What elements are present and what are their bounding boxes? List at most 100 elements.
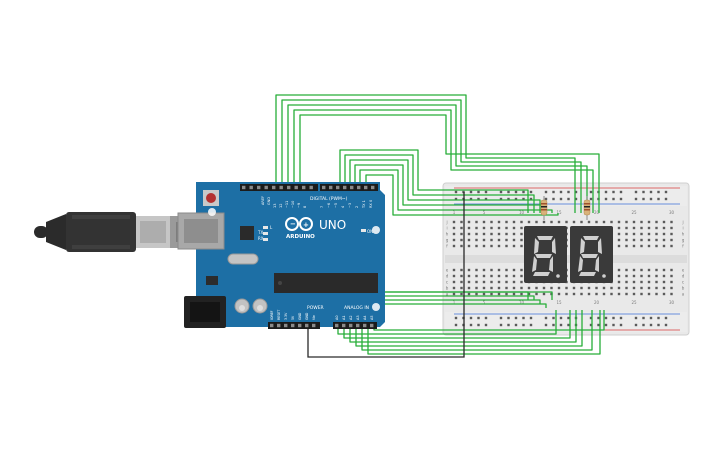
wire-a1[interactable] bbox=[343, 310, 571, 339]
breadboard-hole bbox=[640, 226, 643, 230]
wire-d6[interactable] bbox=[344, 154, 535, 213]
header-hole[interactable] bbox=[284, 323, 288, 328]
breadboard-hole bbox=[647, 220, 651, 224]
header-hole[interactable] bbox=[249, 185, 253, 190]
breadboard-hole bbox=[640, 220, 643, 224]
row-letter: f bbox=[446, 244, 448, 249]
header-hole[interactable] bbox=[363, 323, 367, 328]
header-hole[interactable] bbox=[305, 323, 309, 328]
wire-d13[interactable] bbox=[275, 94, 576, 213]
header-hole[interactable] bbox=[302, 185, 306, 190]
seven-segment-display-2[interactable] bbox=[570, 226, 613, 283]
wire-d10[interactable] bbox=[293, 109, 594, 213]
breadboard-hole bbox=[647, 286, 651, 290]
breadboard-hole bbox=[632, 274, 636, 278]
rail-hole bbox=[649, 323, 653, 327]
seven-segment-display-1[interactable] bbox=[524, 226, 567, 283]
ground-wire[interactable] bbox=[307, 192, 465, 358]
rail-hole bbox=[507, 190, 510, 194]
rail-hole bbox=[657, 197, 660, 201]
header-hole[interactable] bbox=[264, 185, 268, 190]
header-hole[interactable] bbox=[291, 323, 295, 328]
header-hole[interactable] bbox=[287, 185, 291, 190]
rail-hole bbox=[559, 323, 563, 327]
header-hole[interactable] bbox=[329, 185, 333, 190]
header-hole[interactable] bbox=[312, 323, 316, 328]
header-hole[interactable] bbox=[371, 185, 375, 190]
wire-d5[interactable] bbox=[349, 159, 541, 213]
arduino-uno-board[interactable]: − + ARDUINO UNO DIGITAL (PWM~) ON L TX R… bbox=[177, 182, 385, 329]
header-hole[interactable] bbox=[356, 323, 360, 328]
breadboard-hole bbox=[520, 232, 523, 236]
header-hole[interactable] bbox=[342, 323, 346, 328]
header-hole[interactable] bbox=[350, 185, 354, 190]
digital-pin-label: ~3 bbox=[348, 203, 352, 208]
rail-hole bbox=[514, 316, 518, 320]
header-hole[interactable] bbox=[272, 185, 276, 190]
column-number: 20 bbox=[594, 210, 600, 215]
breadboard-hole bbox=[475, 292, 478, 296]
header-hole[interactable] bbox=[336, 185, 340, 190]
usb-cable-icon[interactable] bbox=[34, 212, 202, 252]
rail-hole bbox=[649, 190, 653, 194]
breadboard-hole bbox=[602, 292, 606, 296]
header-hole[interactable] bbox=[277, 323, 281, 328]
digital-pin-label: ~5 bbox=[334, 203, 338, 208]
wire-d2[interactable] bbox=[365, 174, 559, 216]
resistor-2[interactable] bbox=[583, 196, 591, 220]
breadboard-hole bbox=[670, 280, 673, 284]
header-hole[interactable] bbox=[322, 185, 326, 190]
header-hole[interactable] bbox=[343, 185, 347, 190]
rail-hole bbox=[469, 190, 473, 194]
breadboard-hole bbox=[460, 244, 463, 248]
breadboard-hole bbox=[505, 286, 508, 290]
header-hole[interactable] bbox=[349, 323, 353, 328]
breadboard-hole bbox=[640, 286, 643, 290]
wire-d11[interactable] bbox=[287, 104, 588, 213]
wire-d7[interactable] bbox=[339, 149, 529, 213]
resistor-1[interactable] bbox=[540, 196, 548, 220]
breadboard-hole bbox=[505, 226, 508, 230]
header-hole[interactable] bbox=[294, 185, 298, 190]
breadboard-hole bbox=[662, 232, 666, 236]
breadboard-hole bbox=[617, 232, 621, 236]
power-pin-label: RESET bbox=[277, 310, 281, 320]
rail-hole bbox=[559, 190, 563, 194]
breadboard-hole bbox=[527, 220, 531, 224]
header-hole[interactable] bbox=[257, 185, 261, 190]
breadboard-hole bbox=[505, 220, 508, 224]
header-hole[interactable] bbox=[242, 185, 246, 190]
header-hole[interactable] bbox=[357, 185, 361, 190]
breadboard-hole bbox=[505, 280, 508, 284]
breadboard-hole bbox=[512, 280, 516, 284]
svg-text:+: + bbox=[303, 221, 309, 229]
rail-hole bbox=[529, 323, 533, 327]
header-hole[interactable] bbox=[370, 323, 374, 328]
wire-a2[interactable] bbox=[349, 310, 577, 343]
wire-a3[interactable] bbox=[355, 310, 583, 347]
header-hole[interactable] bbox=[298, 323, 302, 328]
breadboard-hole bbox=[475, 274, 478, 278]
wire-d3[interactable] bbox=[359, 169, 553, 213]
header-hole[interactable] bbox=[309, 185, 313, 190]
column-number: 10 bbox=[519, 210, 525, 215]
breadboard-hole bbox=[490, 274, 493, 278]
header-hole[interactable] bbox=[335, 323, 339, 328]
breadboard-hole bbox=[587, 286, 591, 290]
header-hole[interactable] bbox=[279, 185, 283, 190]
rail-hole bbox=[552, 323, 555, 327]
row-letter: c bbox=[682, 280, 684, 285]
breadboard-hole bbox=[490, 232, 493, 236]
breadboard-hole bbox=[490, 244, 493, 248]
rail-hole bbox=[604, 197, 608, 201]
header-hole[interactable] bbox=[270, 323, 274, 328]
header-hole[interactable] bbox=[364, 185, 368, 190]
mounting-hole bbox=[208, 208, 216, 216]
wire-d9[interactable] bbox=[299, 114, 600, 213]
wire-bottom-5[interactable] bbox=[372, 291, 553, 300]
breadboard-hole bbox=[452, 286, 456, 290]
wire-a5[interactable] bbox=[367, 310, 601, 355]
breadboard-hole bbox=[467, 274, 471, 278]
breadboard-hole bbox=[587, 292, 591, 296]
breadboard-hole bbox=[505, 268, 508, 272]
